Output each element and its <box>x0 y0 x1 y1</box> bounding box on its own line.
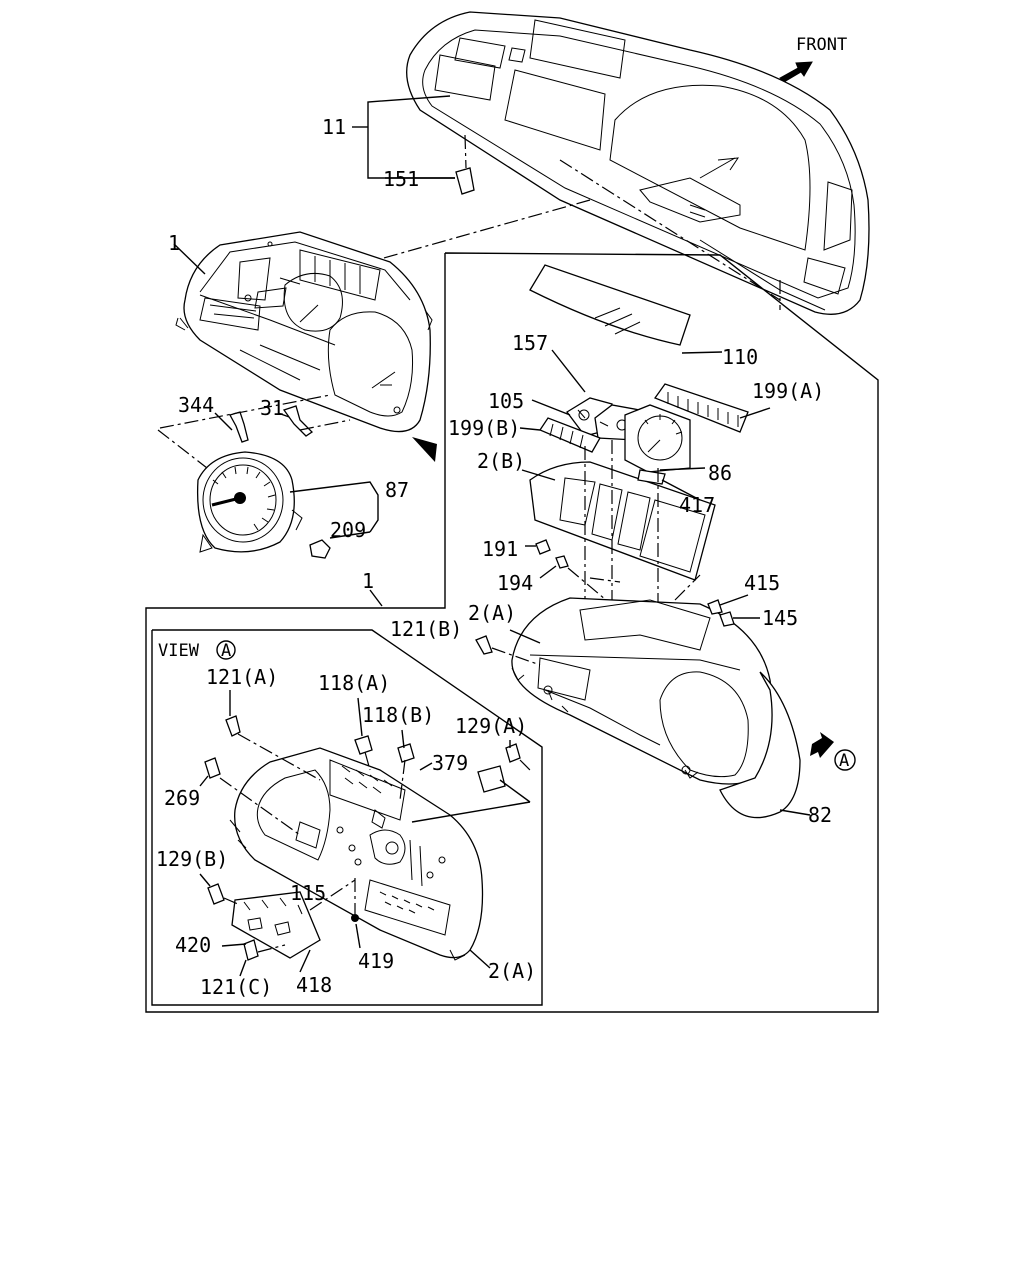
socket-194-icon <box>555 555 569 569</box>
callout-344-label: 344 <box>178 393 214 417</box>
view-a-title: VIEW <box>158 641 200 661</box>
bulb-415-icon <box>707 599 723 615</box>
callout-199b-label: 199(B) <box>448 416 520 440</box>
screw-121b-icon <box>475 635 493 655</box>
instrument-cluster-assembly <box>175 231 433 433</box>
nut-118a-icon <box>354 735 373 755</box>
callout-1-top-label: 1 <box>168 231 180 255</box>
socket-145-icon <box>719 611 735 627</box>
front-indicator: FRONT <box>779 35 847 83</box>
screw-121c-icon <box>243 939 259 961</box>
bulb-191-icon <box>535 539 551 555</box>
cover-82 <box>719 671 801 819</box>
callout-145-label: 145 <box>762 606 798 630</box>
exploded-view-frame <box>145 252 879 1013</box>
callout-209-label: 209 <box>330 518 366 542</box>
callout-2b-label: 2(B) <box>477 449 525 473</box>
dashboard-bezel <box>406 11 870 315</box>
bulb-209-icon <box>309 539 331 559</box>
clip-151-icon <box>455 167 475 195</box>
screw-129a-icon <box>505 743 521 763</box>
gauge-87 <box>196 451 303 553</box>
nut-118b-icon <box>397 743 415 763</box>
callout-87-label: 87 <box>385 478 409 502</box>
callout-417-label: 417 <box>679 493 715 517</box>
callout-151-label: 151 <box>383 167 419 191</box>
callout-115-label: 115 <box>290 881 326 905</box>
callout-1-mid-label: 1 <box>362 569 374 593</box>
callout-129b-label: 129(B) <box>156 847 228 871</box>
callout-2a-bottom-label: 2(A) <box>488 959 536 983</box>
callout-199a-label: 199(A) <box>752 379 824 403</box>
callout-2a-top-label: 2(A) <box>468 601 516 625</box>
callout-118b-label: 118(B) <box>362 703 434 727</box>
front-arrow-icon <box>779 61 813 83</box>
housing-2a <box>511 597 801 819</box>
callout-121a-label: 121(A) <box>206 665 278 689</box>
cluster-rear <box>229 747 484 961</box>
callout-194-label: 194 <box>497 571 533 595</box>
screw-31: 31 <box>260 396 314 437</box>
callout-419-label: 419 <box>358 949 394 973</box>
screw-31-icon <box>282 405 314 437</box>
screw-129b-icon <box>207 883 225 905</box>
bracket-379-icon <box>477 765 506 793</box>
screw-344: 344 <box>178 393 249 443</box>
panel-199b <box>539 417 601 453</box>
front-label: FRONT <box>796 35 847 55</box>
callout-118a-label: 118(A) <box>318 671 390 695</box>
callout-269-label: 269 <box>164 786 200 810</box>
callout-11: 11 151 <box>322 95 475 195</box>
panel-199a <box>653 383 749 433</box>
view-a-arrow-icon <box>810 732 834 758</box>
screw-344-icon <box>229 411 249 443</box>
circuit-board-418 <box>231 891 321 959</box>
view-a-badge: A <box>839 751 849 771</box>
callout-121b-label: 121(B) <box>390 617 462 641</box>
callout-415-label: 415 <box>744 571 780 595</box>
callout-420-label: 420 <box>175 933 211 957</box>
meter-faces <box>566 397 691 473</box>
callout-11-label: 11 <box>322 115 346 139</box>
view-a-pointer-icon <box>412 437 437 462</box>
lens-110 <box>529 264 691 346</box>
callout-191-label: 191 <box>482 537 518 561</box>
view-a-inset-badge: A <box>221 641 231 661</box>
view-a-inset-frame <box>151 629 543 1006</box>
screw-121a-icon <box>225 715 241 737</box>
callout-121c-label: 121(C) <box>200 975 272 999</box>
screw-269-icon <box>204 757 221 779</box>
callout-418-label: 418 <box>296 973 332 997</box>
callout-82-label: 82 <box>808 803 832 827</box>
callout-157-label: 157 <box>512 331 548 355</box>
bulb-419-icon <box>351 914 359 922</box>
callout-110-label: 110 <box>722 345 758 369</box>
callout-105-label: 105 <box>488 389 524 413</box>
callout-379-label: 379 <box>432 751 468 775</box>
callout-86-label: 86 <box>708 461 732 485</box>
callout-129a-label: 129(A) <box>455 714 527 738</box>
